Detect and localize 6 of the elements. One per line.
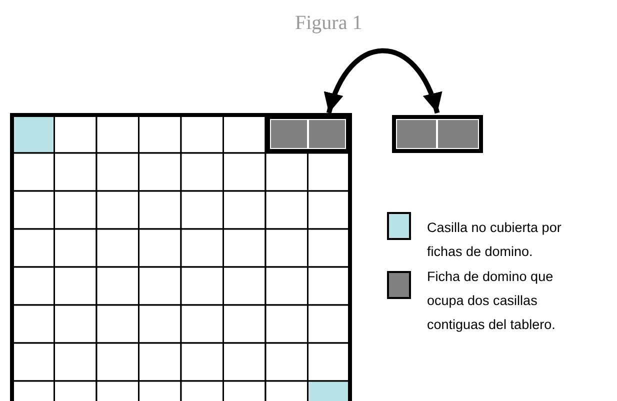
curved-arrow	[325, 48, 441, 114]
legend-text: Ficha de domino que ocupa dos casillas contiguas del tablero.	[427, 268, 556, 334]
figure-caption: Figura 1	[295, 12, 362, 35]
domino-tile	[392, 115, 482, 153]
legend-text: Casilla no cubierta por fichas de domino.	[427, 219, 562, 261]
domino-tile	[266, 115, 350, 153]
